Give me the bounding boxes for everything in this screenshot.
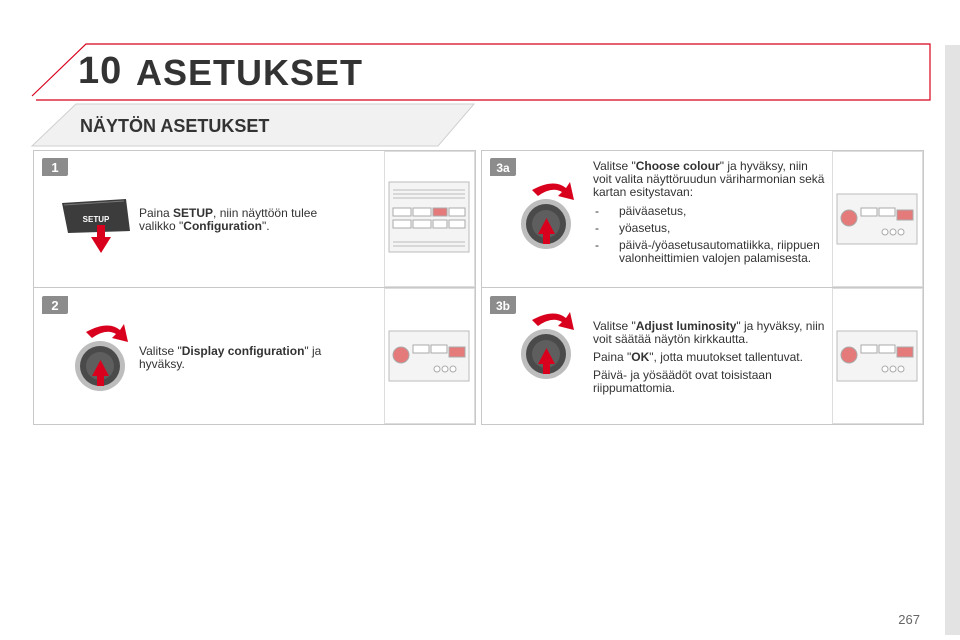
rotary-knob-icon [75, 324, 128, 391]
page-edge-strip [945, 45, 960, 635]
step2-badge: 2 [42, 296, 68, 314]
rotary-knob-icon [521, 312, 574, 379]
step3b-text: Valitse "Adjust luminosity" ja hyväksy, … [593, 319, 825, 395]
step2-radio-thumbnail [384, 288, 475, 424]
step1-text: Paina SETUP, niin näyttöön tulee valikko… [139, 206, 318, 233]
svg-text:1: 1 [51, 160, 58, 175]
section-title: NÄYTÖN ASETUKSET [80, 116, 270, 136]
list-item: yöasetus, [593, 222, 829, 236]
svg-text:3a: 3a [496, 161, 510, 175]
step2-text: Valitse "Display configuration" ja hyväk… [139, 344, 322, 371]
step3a-radio-thumbnail [832, 151, 923, 287]
step1-badge: 1 [42, 158, 68, 176]
chapter-title: ASETUKSET [136, 52, 364, 93]
rotary-knob-icon [521, 182, 574, 249]
step3b-radio-thumbnail [832, 288, 923, 424]
list-item: päivä-/yöasetusautomatiikka, riippuen va… [593, 239, 829, 265]
setup-button-icon: SETUP [62, 199, 130, 253]
svg-text:SETUP: SETUP [83, 215, 110, 224]
header-frame [30, 43, 931, 147]
page-number: 267 [898, 612, 920, 627]
chapter-number: 10 [78, 50, 123, 92]
step3b-badge: 3b [490, 296, 516, 314]
svg-text:2: 2 [51, 298, 58, 313]
list-item: päiväasetus, [593, 205, 829, 219]
step3a-text: Valitse "Choose colour" ja hyväksy, niin… [593, 160, 829, 269]
step1-radio-thumbnail [384, 151, 475, 287]
step3a-badge: 3a [490, 158, 516, 176]
svg-text:3b: 3b [496, 299, 510, 313]
